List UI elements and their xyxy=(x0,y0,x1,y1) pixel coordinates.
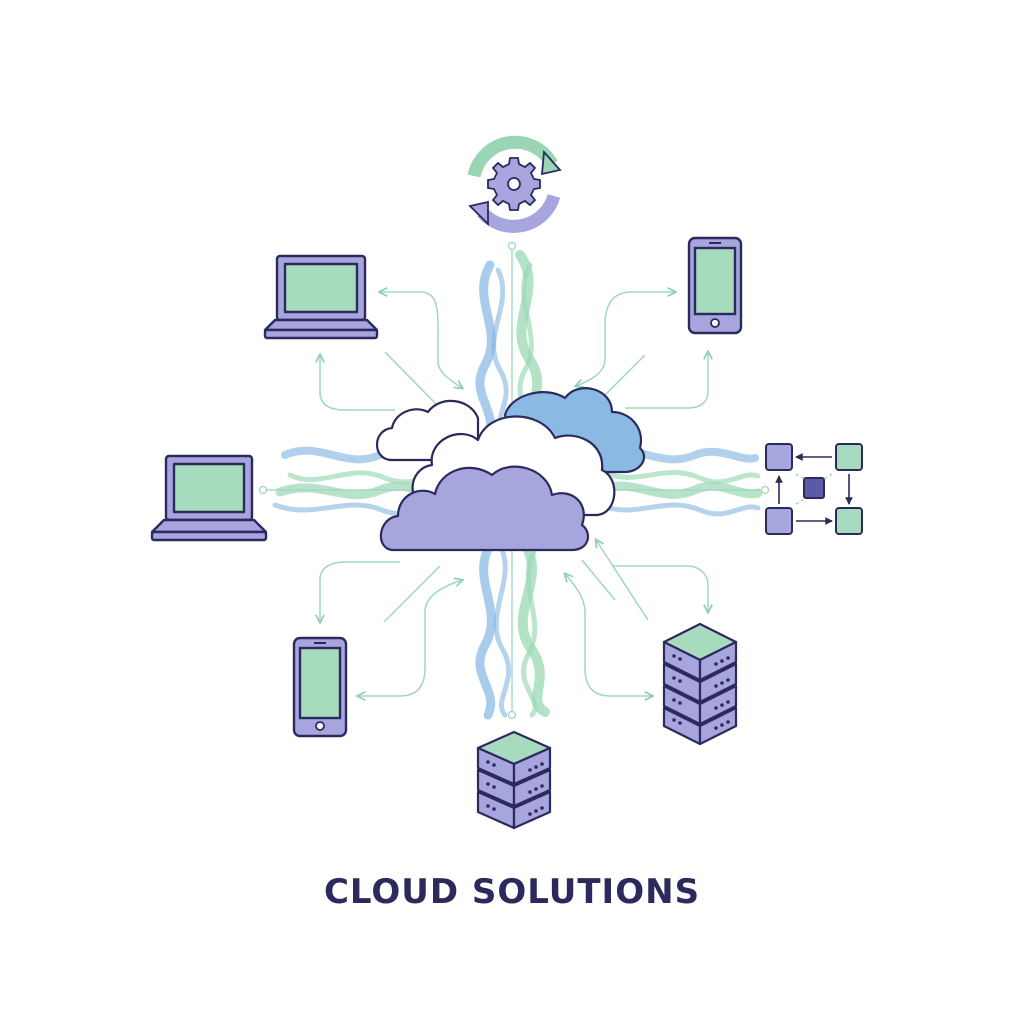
server-stack-icon xyxy=(476,730,552,830)
cloud-icon xyxy=(379,465,590,552)
server-stack-icon xyxy=(662,622,738,746)
cloud-cluster xyxy=(376,387,646,552)
smartphone-icon xyxy=(292,636,348,738)
network-nodes-icon xyxy=(765,443,863,535)
laptop-icon xyxy=(263,254,379,340)
sync-gear-icon xyxy=(467,135,562,233)
laptop-icon xyxy=(150,454,268,542)
smartphone-icon xyxy=(687,236,743,335)
diagram-caption: CLOUD SOLUTIONS xyxy=(323,872,701,912)
axis-lines xyxy=(258,241,770,720)
